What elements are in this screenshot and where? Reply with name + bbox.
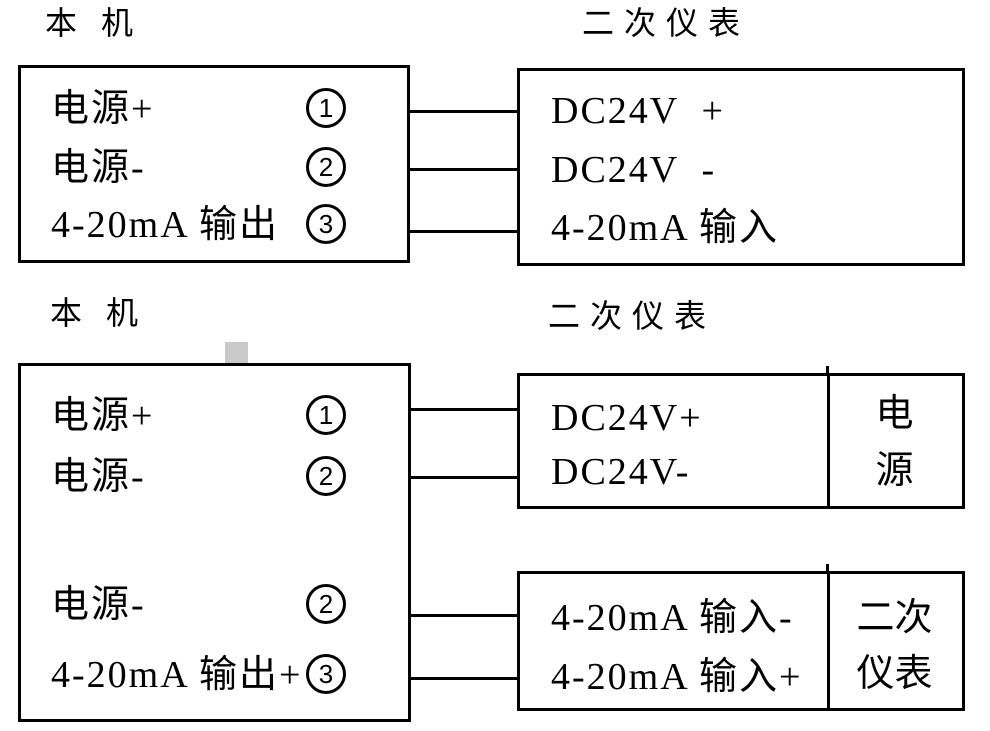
pin-number: 1 bbox=[318, 93, 334, 123]
wire-line bbox=[409, 476, 517, 479]
terminal-row: DC24V- bbox=[551, 450, 959, 494]
terminal-label: DC24V+ bbox=[551, 397, 703, 439]
wire-line bbox=[409, 408, 517, 411]
pin-circle: 1 bbox=[306, 395, 346, 435]
terminal-row: DC24V + bbox=[551, 89, 959, 133]
terminal-row: 电源- 2 bbox=[51, 583, 405, 627]
pin-number: 1 bbox=[318, 400, 334, 430]
terminal-label: 4-20mA 输入- bbox=[551, 597, 794, 639]
terminal-row: 4-20mA 输入 bbox=[551, 206, 959, 250]
terminal-label: 电源+ bbox=[51, 395, 155, 437]
terminal-row: 电源+ 1 bbox=[51, 394, 405, 438]
side-label-line: 电 bbox=[875, 393, 914, 435]
terminal-row: 电源- 2 bbox=[51, 146, 404, 190]
pin-number: 2 bbox=[318, 461, 334, 491]
pin-circle: 3 bbox=[306, 204, 346, 244]
terminal-row: 电源+ 1 bbox=[51, 87, 404, 131]
pin-circle: 2 bbox=[306, 147, 346, 187]
local-device-box-top: 电源+ 1 电源- 2 4-20mA 输出 3 bbox=[18, 65, 410, 263]
wire-line bbox=[408, 168, 517, 171]
secondary-instrument-label-top: 二次仪表 bbox=[582, 5, 751, 41]
cell-divider bbox=[827, 574, 830, 708]
terminal-label: 4-20mA 输入+ bbox=[551, 656, 803, 698]
secondary-instrument-box-top: DC24V + DC24V - 4-20mA 输入 bbox=[517, 68, 965, 266]
terminal-row: 电源- 2 bbox=[51, 455, 405, 499]
pin-circle: 2 bbox=[306, 584, 346, 624]
terminal-row: 4-20mA 输入- bbox=[551, 596, 959, 640]
local-device-label-bottom: 本机 bbox=[50, 295, 163, 331]
local-device-label-top: 本机 bbox=[45, 5, 158, 41]
terminal-label: 电源+ bbox=[51, 88, 155, 130]
side-label-line: 仪表 bbox=[856, 653, 933, 695]
pin-number: 2 bbox=[318, 589, 334, 619]
terminal-row: DC24V - bbox=[551, 148, 959, 192]
terminal-row: 4-20mA 输入+ bbox=[551, 655, 959, 699]
gray-marker-square bbox=[225, 342, 248, 363]
pin-circle: 3 bbox=[306, 654, 346, 694]
terminal-row: 4-20mA 输出+ 3 bbox=[51, 653, 405, 697]
terminal-row: DC24V+ bbox=[551, 396, 959, 440]
secondary-instrument-label-bottom: 二次仪表 bbox=[548, 298, 717, 334]
cell-divider bbox=[827, 376, 830, 506]
terminal-label: DC24V - bbox=[551, 149, 717, 191]
local-device-box-bottom: 电源+ 1 电源- 2 电源- 2 4-20mA 输出+ 3 bbox=[18, 363, 411, 722]
wire-line bbox=[408, 230, 517, 233]
side-label-line: 源 bbox=[875, 450, 914, 492]
pin-number: 3 bbox=[318, 659, 334, 689]
terminal-label: DC24V + bbox=[551, 90, 725, 132]
side-label-line: 二次 bbox=[856, 597, 933, 639]
terminal-label: DC24V- bbox=[551, 451, 691, 493]
power-supply-box: DC24V+ DC24V- 电 源 bbox=[517, 373, 965, 509]
signal-input-box: 4-20mA 输入- 4-20mA 输入+ 二次 仪表 bbox=[517, 571, 965, 711]
terminal-label: 电源- bbox=[51, 584, 146, 626]
terminal-label: 4-20mA 输出 bbox=[51, 204, 280, 246]
pin-number: 2 bbox=[318, 152, 334, 182]
wire-line bbox=[409, 677, 517, 680]
divider-stub bbox=[826, 564, 829, 574]
terminal-label: 电源- bbox=[51, 147, 146, 189]
pin-circle: 2 bbox=[306, 456, 346, 496]
terminal-label: 电源- bbox=[51, 456, 146, 498]
pin-circle: 1 bbox=[306, 88, 346, 128]
terminal-row: 4-20mA 输出 3 bbox=[51, 203, 404, 247]
terminal-label: 4-20mA 输出+ bbox=[51, 654, 303, 696]
wire-line bbox=[408, 110, 517, 113]
wire-line bbox=[409, 614, 517, 617]
divider-stub bbox=[826, 366, 829, 374]
terminal-label: 4-20mA 输入 bbox=[551, 207, 780, 249]
pin-number: 3 bbox=[318, 209, 334, 239]
